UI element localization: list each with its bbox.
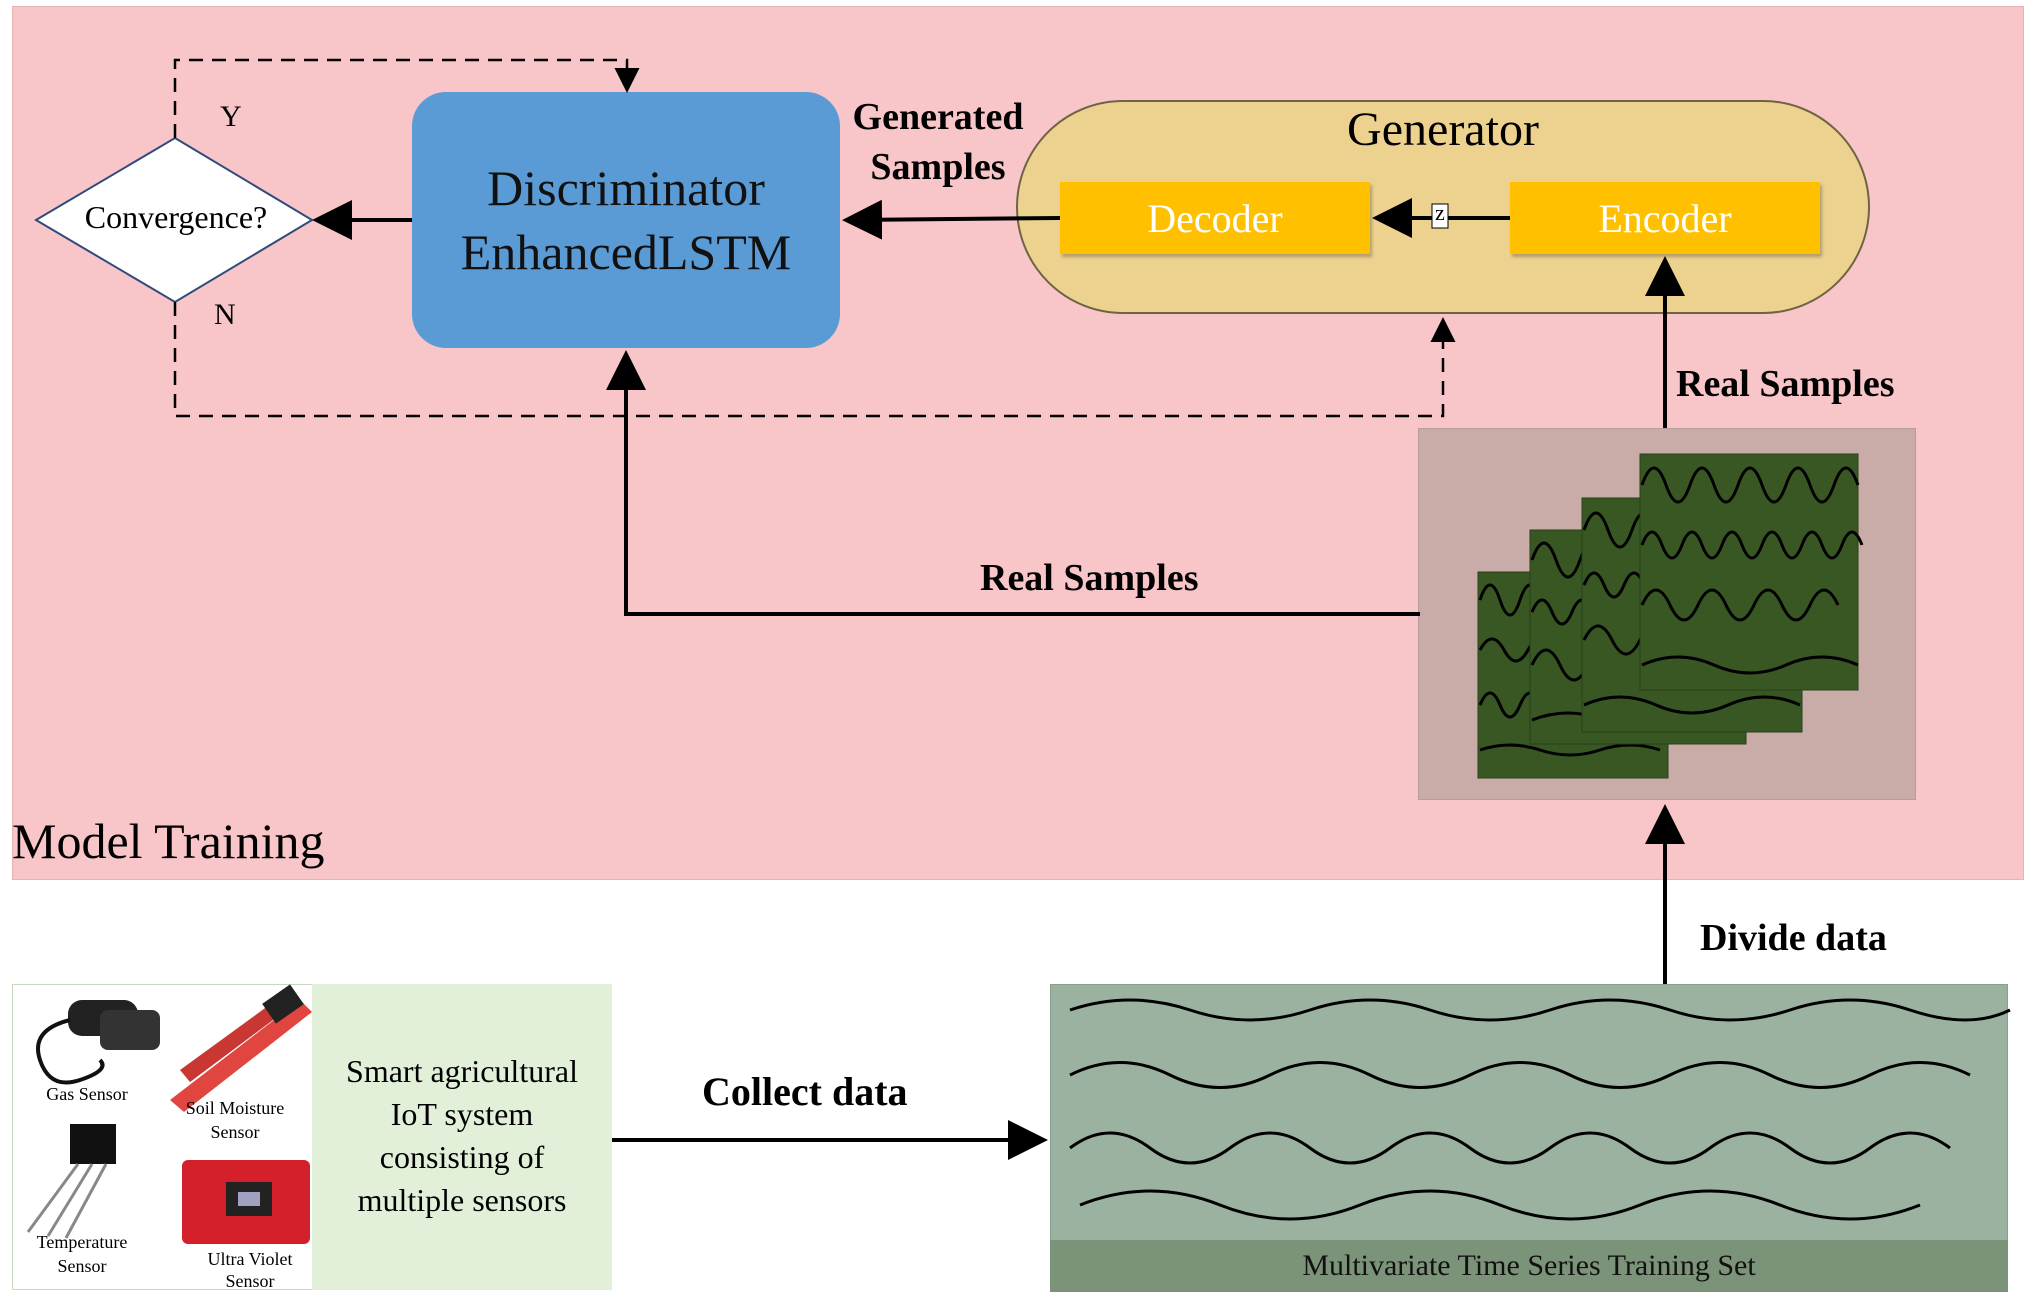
yes-feedback-dashed-line (173, 58, 640, 138)
iot-line2: IoT system (390, 1096, 534, 1132)
discriminator-line2: EnhancedLSTM (460, 224, 792, 280)
uv-sensor-image (182, 1160, 310, 1244)
training-series-line-3 (1069, 1131, 1951, 1165)
training-set-series (1069, 998, 2011, 1221)
encoder-block: Encoder (1510, 182, 1820, 254)
generated-samples-line1: Generated (852, 96, 1024, 138)
uv-sensor-label: Ultra Violet Sensor (180, 1248, 320, 1292)
decoder-block: Decoder (1060, 182, 1370, 254)
real-samples-lower-label: Real Samples (980, 557, 1199, 599)
real-samples-upper-label: Real Samples (1676, 363, 1895, 405)
generated-samples-arrow (842, 199, 1061, 240)
model-training-label: Model Training (12, 813, 325, 869)
generator-title: Generator (1347, 103, 1539, 156)
no-label: N (214, 298, 236, 331)
collect-data-label: Collect data (702, 1069, 908, 1114)
soil-moisture-sensor-label: Soil Moisture Sensor (160, 1096, 310, 1144)
soil-moisture-line1: Soil Moisture (185, 1098, 285, 1118)
iot-line4: multiple sensors (357, 1182, 567, 1218)
iot-line3: consisting of (379, 1139, 545, 1175)
convergence-label: Convergence? (84, 199, 268, 235)
real-samples-to-discriminator-arrow (606, 350, 1420, 616)
training-set-label: Multivariate Time Series Training Set (1050, 1240, 2008, 1292)
uv-line2: Sensor (225, 1271, 275, 1291)
discriminator-line1: Discriminator (487, 160, 765, 216)
temperature-sensor-image (26, 1124, 116, 1239)
temperature-line1: Temperature (36, 1232, 128, 1252)
iot-system-description: Smart agricultural IoT system consisting… (312, 1050, 612, 1222)
no-feedback-dashed-line (173, 302, 1456, 418)
temperature-line2: Sensor (57, 1256, 107, 1276)
discriminator-box: Discriminator EnhancedLSTM (412, 92, 840, 348)
gas-sensor-image (36, 1000, 160, 1085)
latent-z-label: z (1435, 200, 1445, 225)
yes-label: Y (220, 100, 242, 133)
iot-line1: Smart agricultural (346, 1053, 578, 1089)
temperature-sensor-label: Temperature Sensor (14, 1230, 150, 1278)
gas-sensor-label: Gas Sensor (46, 1084, 128, 1104)
real-sample-card-4 (1639, 453, 1864, 691)
iot-system-text-panel (312, 984, 612, 1290)
training-series-line-2 (1069, 1061, 1971, 1089)
training-series-line-4 (1079, 1189, 1921, 1221)
training-series-line-1 (1069, 998, 2011, 1022)
soil-moisture-line2: Sensor (210, 1122, 260, 1142)
divide-data-label: Divide data (1700, 917, 1887, 959)
generated-samples-label: Generated Samples (838, 92, 1038, 192)
soil-moisture-sensor-image (170, 984, 312, 1112)
latent-z-box (1431, 203, 1449, 229)
generated-samples-line2: Samples (870, 146, 1006, 188)
uv-line1: Ultra Violet (207, 1249, 293, 1269)
